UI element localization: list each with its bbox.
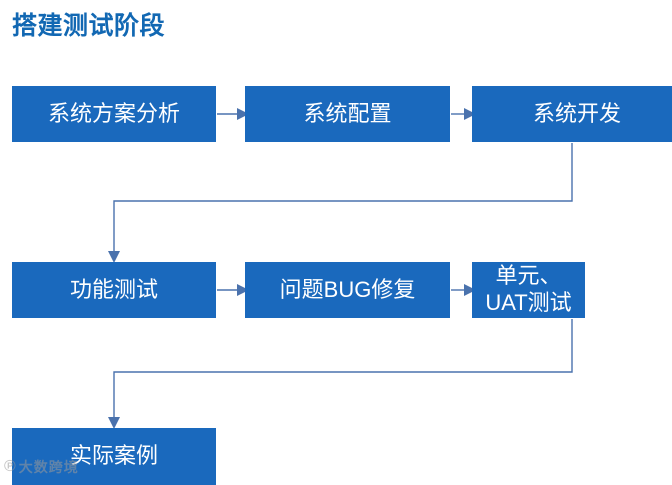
- flow-node-label: 功能测试: [69, 276, 158, 302]
- watermark-logo-icon: ℗: [4, 458, 16, 475]
- flow-node-bug-fixing[interactable]: 问题BUG修复: [245, 262, 450, 318]
- flow-node-functional-testing[interactable]: 功能测试: [12, 262, 216, 318]
- edge-arrow-n5-n6: [108, 319, 573, 429]
- watermark-text: 大数跨境: [18, 459, 79, 475]
- flow-node-label: 系统开发: [532, 100, 621, 126]
- flow-node-actual-case[interactable]: 实际案例: [12, 428, 216, 485]
- watermark: ℗ 大数跨境: [4, 456, 79, 478]
- page-title: 搭建测试阶段: [12, 12, 166, 40]
- flow-node-label: 系统方案分析: [47, 100, 180, 126]
- flow-node-label: 实际案例: [69, 443, 158, 469]
- edge-arrow-n2-n3: [108, 143, 573, 263]
- flow-node-system-solution-analysis[interactable]: 系统方案分析: [12, 86, 216, 142]
- flow-node-unit-uat-testing[interactable]: 单元、UAT测试: [472, 262, 585, 318]
- flow-node-system-development[interactable]: 系统开发: [472, 86, 672, 142]
- flow-node-label: 系统配置: [303, 100, 392, 126]
- flow-node-label: 单元、UAT测试: [485, 263, 572, 315]
- flow-node-system-configuration[interactable]: 系统配置: [245, 86, 450, 142]
- flow-node-label: 问题BUG修复: [279, 276, 416, 302]
